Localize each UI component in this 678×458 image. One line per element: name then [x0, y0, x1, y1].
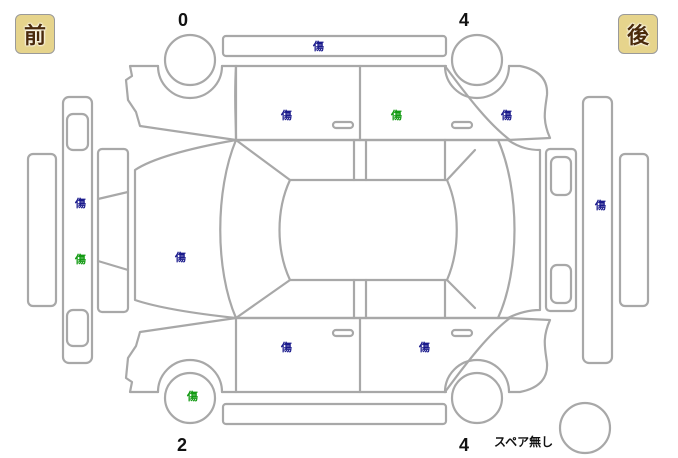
rear-end: [544, 95, 650, 365]
tread-rear-right: 4: [459, 435, 470, 455]
damage-mark-bottom-front-wheel: 傷: [187, 390, 198, 403]
wheel-rear-upper: [450, 33, 504, 87]
front-end: [26, 95, 130, 365]
damage-mark-front-bumper-lower: 傷: [75, 253, 86, 266]
rear-plate: [618, 152, 650, 308]
damage-mark-hood: 傷: [175, 251, 186, 264]
rocker-upper: [221, 34, 448, 58]
rocker-lower: [221, 402, 448, 426]
damage-mark-top-rocker: 傷: [313, 40, 324, 53]
car-lower-side-view: [124, 316, 552, 426]
rear-panel: [544, 147, 578, 313]
front-plate: [26, 152, 58, 308]
front-bumper: [61, 95, 94, 365]
damage-mark-top-rear-quarter: 傷: [501, 109, 512, 122]
rear-bumper: [581, 95, 614, 365]
wheel-front-upper: [163, 33, 217, 87]
tread-front-right: 2: [177, 435, 188, 455]
damage-mark-bottom-front-door: 傷: [281, 341, 292, 354]
tread-rear-left: 4: [459, 10, 470, 30]
spare-status-label: スペア無し: [494, 435, 554, 449]
spare-tire: [558, 401, 612, 455]
damage-mark-rear-bumper: 傷: [595, 199, 606, 212]
damage-mark-top-rear-door: 傷: [391, 109, 402, 122]
wheel-front-lower: [163, 371, 217, 425]
damage-mark-top-front-door: 傷: [281, 109, 292, 122]
car-upper-side-view: [124, 33, 552, 142]
rear-badge: 後: [618, 14, 658, 54]
front-grille: [96, 147, 130, 314]
front-badge: 前: [15, 14, 55, 54]
car-top-view: [133, 138, 542, 320]
tread-front-left: 0: [178, 10, 189, 30]
damage-mark-bottom-rear-door: 傷: [419, 341, 430, 354]
damage-mark-front-bumper-upper: 傷: [75, 197, 86, 210]
wheel-rear-lower: [450, 371, 504, 425]
